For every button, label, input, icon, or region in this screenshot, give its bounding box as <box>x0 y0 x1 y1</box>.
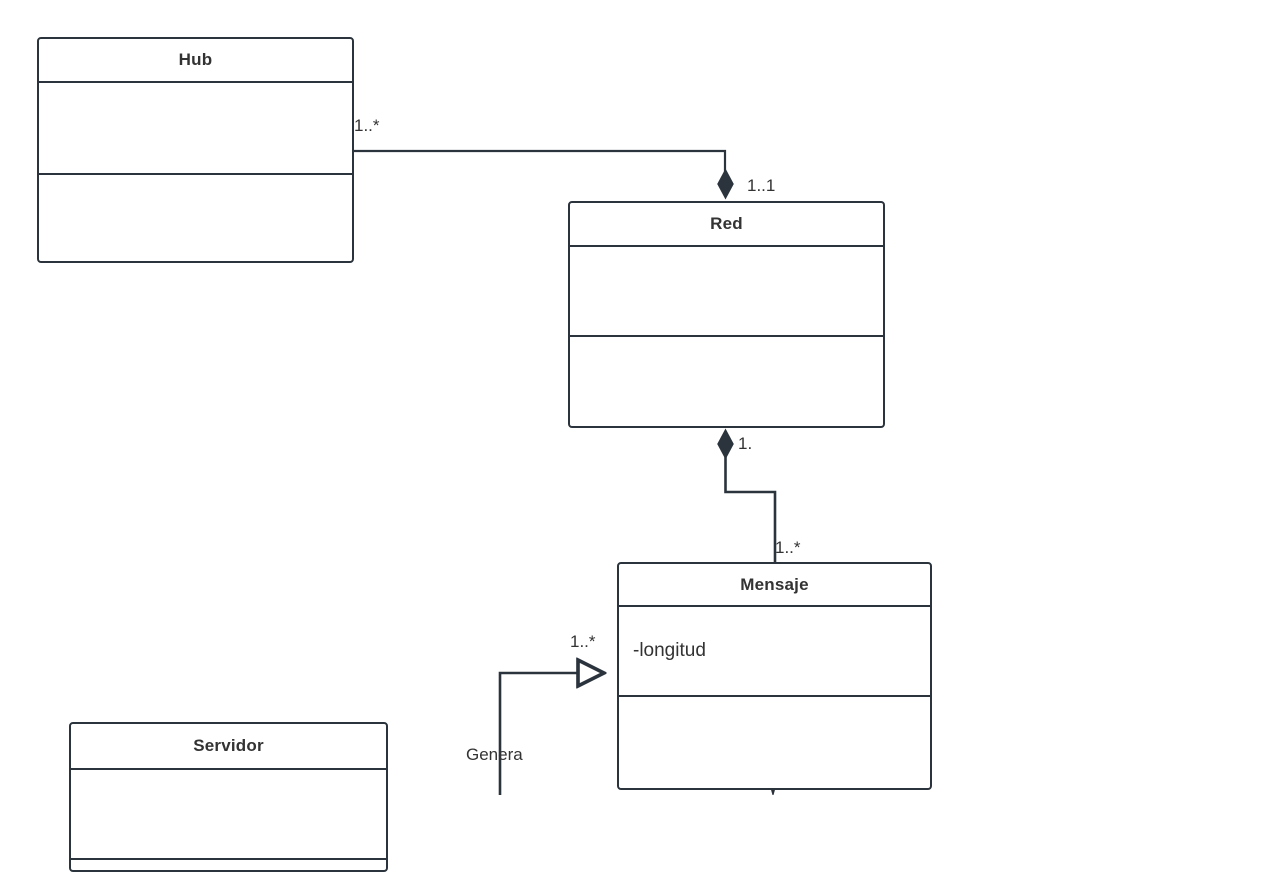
multiplicity-genera: 1..* <box>570 632 596 651</box>
edge-hub-red <box>352 149 734 200</box>
class-name-hub: Hub <box>39 39 352 83</box>
uml-class-mensaje[interactable]: Mensaje -longitud <box>617 562 932 790</box>
class-operations-servidor <box>71 860 386 870</box>
class-operations-mensaje <box>619 697 930 788</box>
class-attributes-mensaje: -longitud <box>619 607 930 697</box>
uml-class-red[interactable]: Red <box>568 201 885 428</box>
attribute-longitud: -longitud <box>633 640 706 662</box>
class-attributes-red <box>570 247 883 337</box>
class-operations-hub <box>39 175 352 261</box>
diagram-canvas: Hub Red Mensaje -longitud Servidor 1..* … <box>37 37 932 872</box>
relationship-label-genera: Genera <box>466 745 523 764</box>
uml-class-hub[interactable]: Hub <box>37 37 354 263</box>
uml-class-servidor[interactable]: Servidor <box>69 722 388 872</box>
composition-diamond-red-bottom <box>717 428 734 460</box>
multiplicity-mensaje-top: 1..* <box>775 538 801 557</box>
class-name-red: Red <box>570 203 883 247</box>
composition-diamond-red-top <box>717 168 734 200</box>
multiplicity-hub-red-source: 1..* <box>354 116 380 135</box>
class-attributes-hub <box>39 83 352 175</box>
edge-servidor-mensaje <box>498 673 604 795</box>
class-name-mensaje: Mensaje <box>619 564 930 607</box>
class-operations-red <box>570 337 883 426</box>
multiplicity-red-top: 1..1 <box>747 176 776 195</box>
class-attributes-servidor <box>71 770 386 860</box>
multiplicity-red-bottom: 1. <box>738 434 753 453</box>
class-name-servidor: Servidor <box>71 724 386 770</box>
